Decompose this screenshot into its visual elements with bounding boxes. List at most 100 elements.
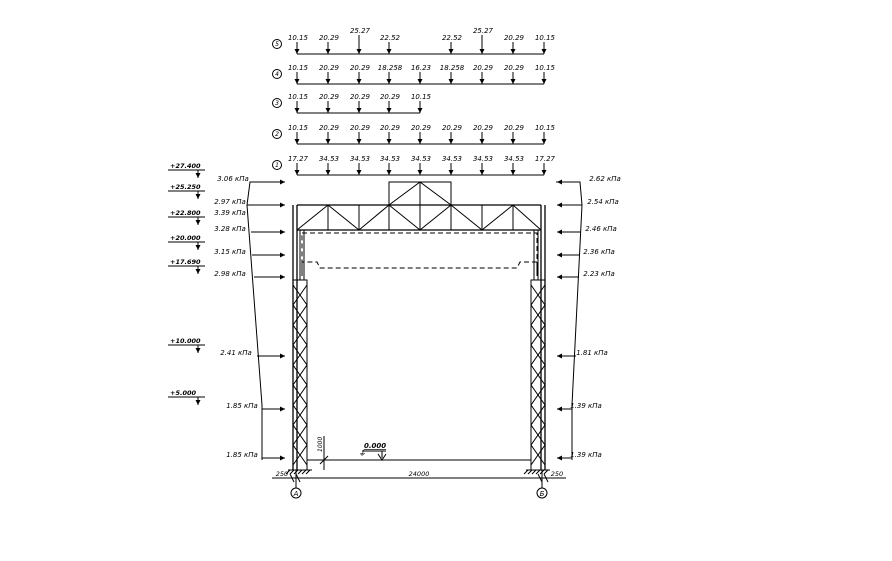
crane-outline [301, 232, 538, 276]
load-value: 10.15 [288, 93, 309, 101]
elevation-mark: +25.250 [168, 183, 205, 199]
load-value: 20.29 [473, 64, 494, 72]
wind-right-item: 1.39 кПа [557, 451, 602, 461]
wind-left-value: 2.98 кПа [214, 270, 246, 278]
load-value: 20.29 [442, 124, 463, 132]
load-value: 17.27 [535, 155, 556, 163]
wind-left-value: 3.06 кПа [217, 175, 249, 183]
origin-symbol: ⏚ [358, 449, 366, 458]
dim-base-height: 1000 [317, 437, 324, 452]
wind-left-item: 3.06 кПа [217, 175, 285, 185]
wind-left-item: 1.85 кПа [226, 451, 285, 461]
wind-diagram-outline [556, 181, 583, 460]
load-case-marker [272, 39, 282, 49]
load-value: 10.15 [288, 34, 309, 42]
roof-load-cases: 5 10.15 20.29 25.27 22.52 22.52 25.27 20.29 10.1… [272, 27, 556, 176]
wind-load-right: 2.62 кПа 2.54 кПа 2.46 кПа 2.36 кПа 2.23 кПа… [556, 175, 621, 461]
load-value: 20.29 [380, 124, 401, 132]
wind-right-value: 2.62 кПа [589, 175, 621, 183]
load-value: 25.27 [350, 27, 371, 35]
elevation-mark: +20.000 [168, 234, 205, 250]
wind-right-value: 1.39 кПа [570, 402, 602, 410]
load-value: 20.29 [350, 124, 371, 132]
load-case-id: 4 [275, 71, 279, 78]
load-case-id: 5 [275, 41, 279, 48]
load-case-marker [272, 69, 282, 79]
wind-right-item: 2.36 кПа [557, 248, 615, 258]
grid-axes: А Б [290, 470, 548, 499]
elevation-mark: +17.690 [168, 258, 205, 274]
axis-label-left: А [293, 490, 299, 498]
wind-right-item: 1.81 кПа [557, 349, 608, 359]
wind-left-value: 3.15 кПа [214, 248, 246, 256]
elevation-mark: +5.000 [168, 389, 205, 405]
wind-right-item: 1.39 кПа [557, 402, 602, 412]
wind-left-item: 2.98 кПа [214, 270, 285, 280]
wind-right-value: 1.39 кПа [570, 451, 602, 459]
load-value: 20.29 [350, 93, 371, 101]
frame-structure: А Б 250 24000 250 1000 0.000 ⏚ [272, 181, 566, 499]
load-value: 10.15 [535, 124, 556, 132]
elevation-mark: +10.000 [168, 337, 205, 353]
ground-level-label: 0.000 [364, 442, 386, 450]
wind-diagram-outline [246, 181, 283, 460]
elevation-mark: +22.800 [168, 209, 205, 225]
wind-left-value: 2.97 кПа [214, 198, 246, 206]
base-height-dimension: 1000 [308, 436, 329, 470]
load-value: 20.29 [319, 64, 340, 72]
roof-truss [296, 181, 542, 231]
wind-left-item: 1.85 кПа [226, 402, 285, 412]
load-value: 20.29 [504, 64, 525, 72]
load-value: 10.15 [535, 34, 556, 42]
load-value: 34.53 [380, 155, 400, 163]
wind-right-value: 2.46 кПа [585, 225, 617, 233]
load-value: 34.53 [411, 155, 431, 163]
elevation-label: +20.000 [170, 234, 201, 242]
span-dimension: 250 24000 250 [272, 470, 566, 483]
load-value: 22.52 [380, 34, 401, 42]
load-case-marker [272, 129, 282, 139]
load-value: 18.258 [378, 64, 403, 72]
load-value: 10.15 [288, 124, 309, 132]
wind-right-item: 2.23 кПа [557, 270, 615, 280]
dim-offset-right: 250 [551, 470, 563, 478]
load-case-id: 3 [275, 100, 279, 107]
right-column [530, 205, 546, 471]
wind-right-value: 2.23 кПа [583, 270, 615, 278]
load-value: 34.53 [319, 155, 339, 163]
load-value: 20.29 [380, 93, 401, 101]
load-value: 20.29 [319, 34, 340, 42]
load-value: 10.15 [288, 64, 309, 72]
wind-right-value: 2.36 кПа [583, 248, 615, 256]
load-value: 18.258 [440, 64, 465, 72]
load-value: 20.29 [504, 124, 525, 132]
elevation-label: +10.000 [170, 337, 201, 345]
load-value: 20.29 [350, 64, 371, 72]
dim-span: 24000 [409, 470, 430, 478]
load-value: 20.29 [473, 124, 494, 132]
load-value: 25.27 [473, 27, 494, 35]
wind-left-item: 3.15 кПа [214, 248, 285, 258]
wind-right-value: 2.54 кПа [587, 198, 619, 206]
load-value: 22.52 [442, 34, 463, 42]
load-value: 20.29 [411, 124, 432, 132]
load-value: 10.15 [411, 93, 432, 101]
dim-offset-left: 250 [276, 470, 288, 478]
wind-left-value: 2.41 кПа [220, 349, 252, 357]
wind-left-item: 3.39 кПа [214, 209, 246, 217]
elevation-marks: +27.400+25.250+22.800+20.000+17.690+10.0… [168, 162, 205, 405]
wind-left-item: 2.97 кПа [214, 198, 285, 208]
wind-left-item: 2.41 кПа [220, 349, 285, 359]
axis-label-right: Б [540, 490, 545, 498]
wind-left-item: 3.28 кПа [214, 225, 285, 235]
wind-right-item: 2.62 кПа [557, 175, 621, 185]
elevation-label: +17.690 [170, 258, 201, 266]
load-case-id: 1 [275, 162, 279, 169]
load-value: 34.53 [473, 155, 493, 163]
load-case-id: 2 [275, 131, 279, 138]
